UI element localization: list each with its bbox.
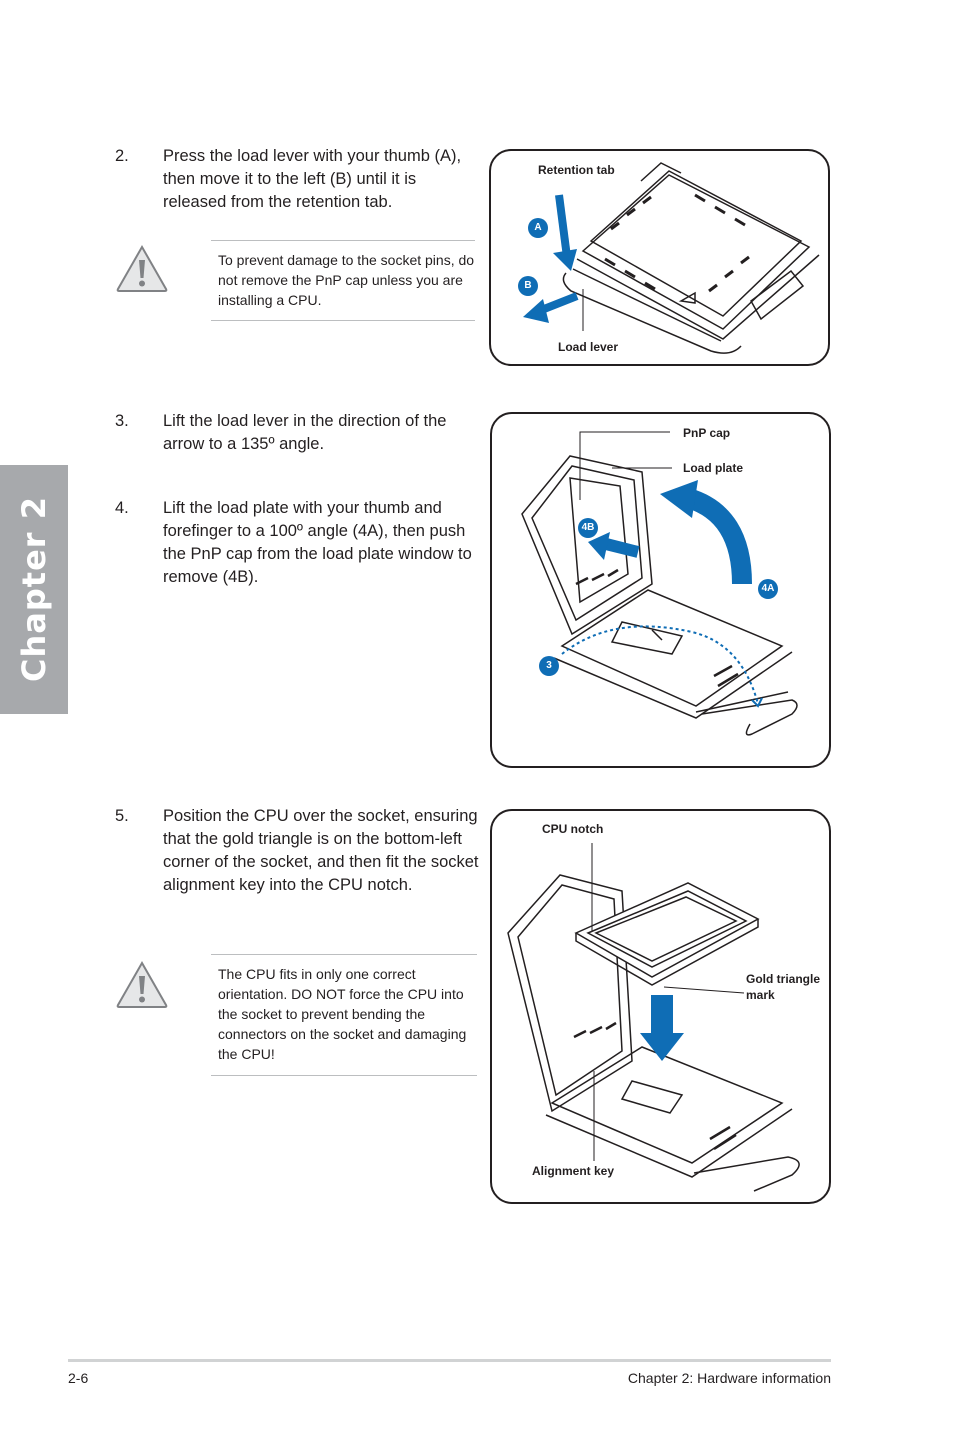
chapter-tab-label: Chapter 2 — [15, 496, 53, 682]
warning-icon — [116, 244, 168, 292]
retention-tab-label: Retention tab — [538, 163, 615, 177]
chapter-tab — [0, 465, 68, 714]
step-number: 2. — [115, 147, 129, 165]
gold-triangle-mark-label: Gold triangle mark — [746, 972, 821, 1002]
step-text: Position the CPU over the socket, ensuri… — [163, 807, 479, 894]
load-lever-label: Load lever — [558, 340, 619, 354]
step-text: Lift the load plate with your thumb and … — [163, 499, 472, 586]
note-text: To prevent damage to the socket pins, do… — [218, 252, 475, 308]
load-plate-label: Load plate — [683, 461, 744, 475]
pnp-cap-label: PnP cap — [683, 426, 731, 440]
page-number: 2-6 — [68, 1370, 89, 1386]
step-text: Lift the load lever in the direction of … — [163, 412, 447, 453]
footer-chapter-title: Chapter 2: Hardware information — [627, 1370, 831, 1386]
badge-b: B — [518, 276, 538, 296]
step-2: 2. Press the load lever with your thumb … — [115, 145, 480, 214]
cpu-notch-label: CPU notch — [542, 822, 604, 836]
step-5: 5. Position the CPU over the socket, ens… — [115, 805, 480, 897]
step-number: 3. — [115, 412, 129, 430]
step-4: 4. Lift the load plate with your thumb a… — [115, 497, 480, 589]
figure-load-plate: PnP cap Load plate 4B 4A 3 — [490, 412, 831, 768]
caution-note-1: To prevent damage to the socket pins, do… — [211, 240, 475, 321]
caution-note-2: The CPU fits in only one correct orienta… — [211, 954, 477, 1076]
badge-3: 3 — [539, 656, 559, 676]
badge-4a: 4A — [758, 579, 778, 599]
footer-divider — [68, 1359, 831, 1362]
step-number: 5. — [115, 807, 129, 825]
step-3: 3. Lift the load lever in the direction … — [115, 410, 480, 456]
note-text: The CPU fits in only one correct orienta… — [218, 966, 467, 1062]
figure-load-lever: Retention tab Load lever A B — [489, 149, 830, 366]
warning-icon — [116, 960, 168, 1008]
badge-4b: 4B — [578, 518, 598, 538]
figure-cpu-install: CPU notch Gold triangle mark Alignment k… — [490, 809, 831, 1204]
cpu-socket-illustration — [507, 843, 800, 1192]
step-number: 4. — [115, 499, 129, 517]
badge-a: A — [528, 218, 548, 238]
socket-plate-illustration — [521, 431, 798, 736]
step-text: Press the load lever with your thumb (A)… — [163, 147, 462, 211]
alignment-key-label: Alignment key — [532, 1164, 615, 1178]
socket-lever-illustration — [523, 162, 820, 354]
